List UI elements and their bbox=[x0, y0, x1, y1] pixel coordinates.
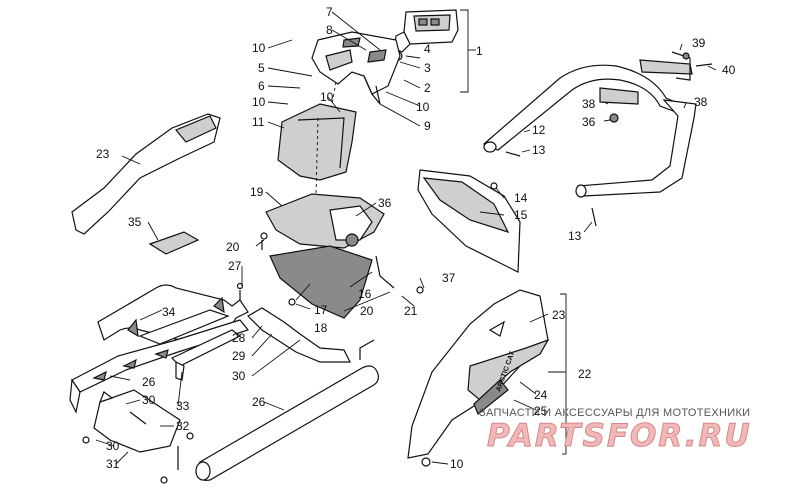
callout-34: 34 bbox=[162, 305, 176, 319]
callout-10-b: 10 bbox=[252, 95, 266, 109]
callout-11: 11 bbox=[252, 115, 265, 129]
callout-28: 28 bbox=[232, 331, 246, 345]
callout-13-b: 13 bbox=[568, 229, 582, 243]
callout-31: 31 bbox=[106, 457, 120, 471]
callout-23-b: 23 bbox=[552, 308, 566, 322]
callout-14: 14 bbox=[514, 191, 528, 205]
callout-10-c: 10 bbox=[320, 90, 334, 104]
callout-10-e: 10 bbox=[450, 457, 464, 471]
grab-handle-12 bbox=[482, 64, 697, 198]
callout-35: 35 bbox=[128, 215, 142, 229]
callout-2: 2 bbox=[424, 81, 431, 95]
callout-16: 16 bbox=[358, 287, 372, 301]
callout-20-a: 20 bbox=[226, 240, 240, 254]
callout-4: 4 bbox=[424, 42, 431, 56]
callout-30-b: 30 bbox=[142, 393, 156, 407]
callout-36-a: 36 bbox=[378, 196, 392, 210]
mud-flap-bracket-19 bbox=[265, 193, 385, 249]
callout-9: 9 bbox=[424, 119, 431, 133]
watermark-subtitle: ЗАПЧАСТИ И АКСЕССУАРЫ ДЛЯ МОТОТЕХНИКИ bbox=[479, 407, 751, 419]
rear-bumper-frame-26 bbox=[69, 319, 250, 414]
callout-15: 15 bbox=[514, 208, 528, 222]
callout-17: 17 bbox=[314, 303, 328, 317]
callout-38-a: 38 bbox=[582, 97, 596, 111]
callout-18: 18 bbox=[314, 321, 328, 335]
callout-8: 8 bbox=[326, 23, 333, 37]
callout-37: 37 bbox=[442, 271, 456, 285]
side-panel-15 bbox=[417, 169, 521, 273]
bumper-tube-26 bbox=[195, 365, 379, 481]
callout-38-b: 38 bbox=[694, 95, 708, 109]
callout-20-b: 20 bbox=[360, 304, 374, 318]
callout-24: 24 bbox=[534, 388, 548, 402]
callout-6: 6 bbox=[258, 79, 265, 93]
side-tail-22-right bbox=[407, 289, 550, 459]
rack-frame-34 bbox=[97, 284, 249, 345]
callout-10-a: 10 bbox=[252, 41, 266, 55]
side-tail-23-left bbox=[71, 113, 221, 235]
callout-19: 19 bbox=[250, 185, 264, 199]
callout-7: 7 bbox=[326, 5, 333, 19]
callout-21: 21 bbox=[404, 304, 418, 318]
callout-32: 32 bbox=[176, 419, 190, 433]
leader-lines bbox=[95, 9, 717, 465]
callout-30-a: 30 bbox=[232, 369, 246, 383]
callout-1: 1 bbox=[476, 44, 483, 58]
callout-27: 27 bbox=[228, 259, 242, 273]
callout-33: 33 bbox=[176, 399, 190, 413]
callout-39: 39 bbox=[692, 36, 706, 50]
callout-25: 25 bbox=[534, 404, 548, 418]
callout-29: 29 bbox=[232, 349, 246, 363]
watermark-logo: PARTSFOR.RU bbox=[487, 418, 752, 455]
callout-26-b: 26 bbox=[252, 395, 266, 409]
mud-flap-16 bbox=[260, 232, 424, 319]
callout-36-b: 36 bbox=[582, 115, 596, 129]
rear-bracket-30-31 bbox=[82, 389, 194, 484]
callout-30-c: 30 bbox=[106, 439, 120, 453]
callout-12: 12 bbox=[532, 123, 546, 137]
callout-5: 5 bbox=[258, 61, 265, 75]
handle-bracket-38-39 bbox=[599, 51, 693, 123]
callout-22: 22 bbox=[578, 367, 592, 381]
callout-numbers: 1 2 3 4 5 6 7 8 9 10 10 10 10 10 11 12 1… bbox=[96, 5, 736, 471]
support-arm-28-29 bbox=[170, 282, 351, 381]
callout-13-a: 13 bbox=[532, 143, 546, 157]
callout-3: 3 bbox=[424, 61, 431, 75]
reflector-35 bbox=[148, 231, 200, 255]
taillight-assembly bbox=[389, 9, 459, 67]
taillight-housing bbox=[311, 31, 401, 105]
callout-40: 40 bbox=[722, 63, 736, 77]
callout-10-d: 10 bbox=[416, 100, 430, 114]
callout-23-a: 23 bbox=[96, 147, 110, 161]
callout-26-a: 26 bbox=[142, 375, 156, 389]
